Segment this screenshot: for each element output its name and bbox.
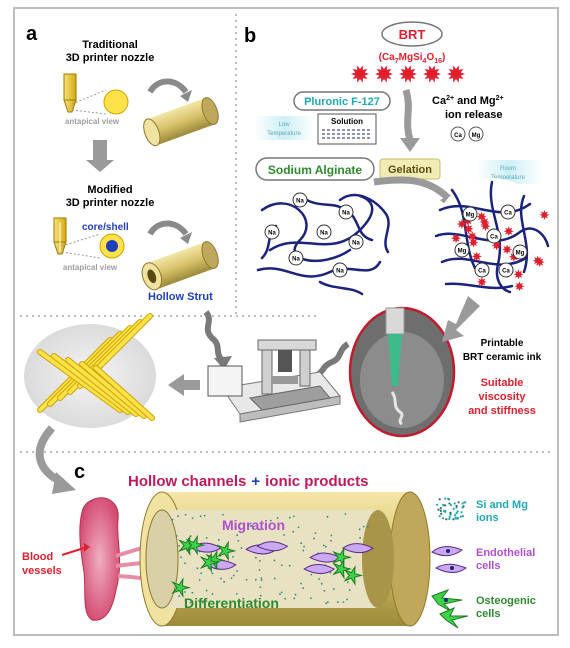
solution-box (317, 113, 377, 145)
migration-label: Migration (222, 517, 285, 533)
legend-osteo-1: Osteogenic (476, 595, 536, 607)
prop-label-3: and stiffness (468, 405, 536, 417)
hollow-strut-label: Hollow Strut (148, 291, 213, 303)
hollow-cylinder-icon (141, 241, 219, 291)
sodium-alginate-bubble (255, 157, 375, 181)
prop-label-2: viscosity (478, 391, 526, 403)
scaffold-icon (24, 313, 156, 428)
gelation-label: Gelation (388, 164, 432, 176)
si-mg-ions-legend-icon (436, 497, 467, 521)
svg-text:Mg: Mg (466, 213, 475, 219)
ink-photo (348, 306, 456, 438)
legend-si-1: Si and Mg (476, 499, 528, 511)
brt-formula: (Ca7MgSi4O16) (379, 52, 446, 65)
modified-nozzle-icon (53, 217, 67, 255)
strut-to-printer-arrow-icon (203, 310, 225, 363)
brt-label: BRT (399, 27, 426, 42)
3d-printer-icon (207, 339, 341, 423)
modified-title-2: 3D printer nozzle (66, 197, 155, 209)
svg-text:Na: Na (352, 241, 360, 247)
antapical-view-label-1: antapical view (65, 117, 120, 126)
solution-label: Solution (331, 117, 363, 126)
brt-particles-icon (351, 65, 465, 83)
legend-endo-2: cells (476, 560, 500, 572)
ink-label-1: Printable (481, 338, 524, 349)
solution-chains-icon (322, 129, 372, 139)
legend-osteo-2: cells (476, 608, 500, 620)
svg-text:Ca: Ca (502, 269, 510, 275)
process-arrow-icon (402, 88, 414, 142)
panel-c-title: Hollow channels+ionic products (128, 473, 368, 490)
ink-to-printer-arrow-icon (314, 341, 350, 379)
traditional-title-1: Traditional (82, 39, 138, 51)
blood-pointer-icon (61, 547, 85, 556)
svg-text:Na: Na (268, 231, 276, 237)
panel-a: a Traditional 3D printer nozzle antapica… (26, 23, 219, 303)
svg-text:Mg: Mg (458, 249, 467, 255)
panel-c: c Hollow channels+ionic products Blood v… (22, 461, 536, 629)
room-temp-2: Temperature (491, 175, 525, 181)
svg-text:Na: Na (342, 211, 350, 217)
panel-b-letter: b (244, 25, 256, 47)
svg-text:Ca: Ca (490, 235, 498, 241)
down-arrow-icon (86, 140, 114, 172)
pluronic-bubble (293, 91, 391, 111)
solid-cross-section-icon (103, 89, 129, 115)
gelation-arrow-icon (373, 176, 451, 201)
hollow-channel-cylinder (139, 491, 431, 627)
ion-release-line-2: ion release (445, 109, 502, 121)
svg-text:Na: Na (296, 199, 304, 205)
figure-frame (13, 7, 559, 636)
svg-text:Ca: Ca (478, 269, 486, 275)
blood-vessels-label-1: Blood (22, 551, 53, 563)
core-shell-label: core/shell (82, 222, 129, 233)
mg-ion-icon (468, 126, 484, 142)
panel-a-letter: a (26, 23, 38, 45)
svg-text:Mg: Mg (516, 251, 525, 257)
ca-ion-label: Ca (454, 133, 462, 139)
low-temp-1: Low (278, 122, 290, 128)
low-temp-2: Temperature (267, 131, 301, 137)
brt-bubble (381, 21, 443, 47)
scaffold-to-c-arrow-icon (35, 425, 64, 486)
sodium-alginate-label: Sodium Alginate (268, 163, 363, 177)
mg-ion-label: Mg (472, 133, 481, 139)
svg-text:Ca: Ca (504, 211, 512, 217)
room-temp-1: Room (500, 166, 516, 172)
alginate-chains-icon (256, 193, 390, 296)
svg-text:Na: Na (320, 231, 328, 237)
panel-c-letter: c (74, 461, 85, 483)
ion-release-line-1: Ca2+ and Mg2+ (432, 95, 504, 107)
solid-cylinder-icon (143, 97, 219, 147)
ca-ion-icon (450, 126, 466, 142)
core-shell-core-icon (106, 240, 118, 252)
pluronic-label: Pluronic F-127 (304, 96, 380, 108)
legend-si-2: ions (476, 512, 499, 524)
svg-text:Na: Na (336, 269, 344, 275)
curved-arrow-icon-2 (147, 220, 189, 236)
legend-endo-1: Endothelial (476, 547, 535, 559)
svg-text:Na: Na (292, 257, 300, 263)
antapical-view-label-2: antapical view (63, 263, 118, 272)
ink-label-2: BRT ceramic ink (463, 352, 542, 363)
endothelial-cells-legend-icon (431, 546, 468, 573)
gel-to-ink-arrow-icon (442, 296, 480, 342)
differentiation-label: Differentiation (184, 595, 279, 611)
traditional-nozzle-icon (63, 73, 77, 113)
prop-label-1: Suitable (481, 377, 524, 389)
green-nozzle-icon (388, 334, 402, 386)
low-temp-badge (254, 116, 314, 140)
panel-b: b BRT (Ca7MgSi4O16) Ca2+ and Mg2+ ion re… (244, 21, 550, 438)
modified-title-1: Modified (87, 184, 132, 196)
curved-arrow-icon (147, 78, 189, 94)
osteogenic-cells-legend-icon (431, 588, 469, 629)
blood-vessels-label-2: vessels (22, 565, 62, 577)
traditional-title-2: 3D printer nozzle (66, 52, 155, 64)
printer-to-scaffold-arrow-icon (168, 374, 200, 396)
